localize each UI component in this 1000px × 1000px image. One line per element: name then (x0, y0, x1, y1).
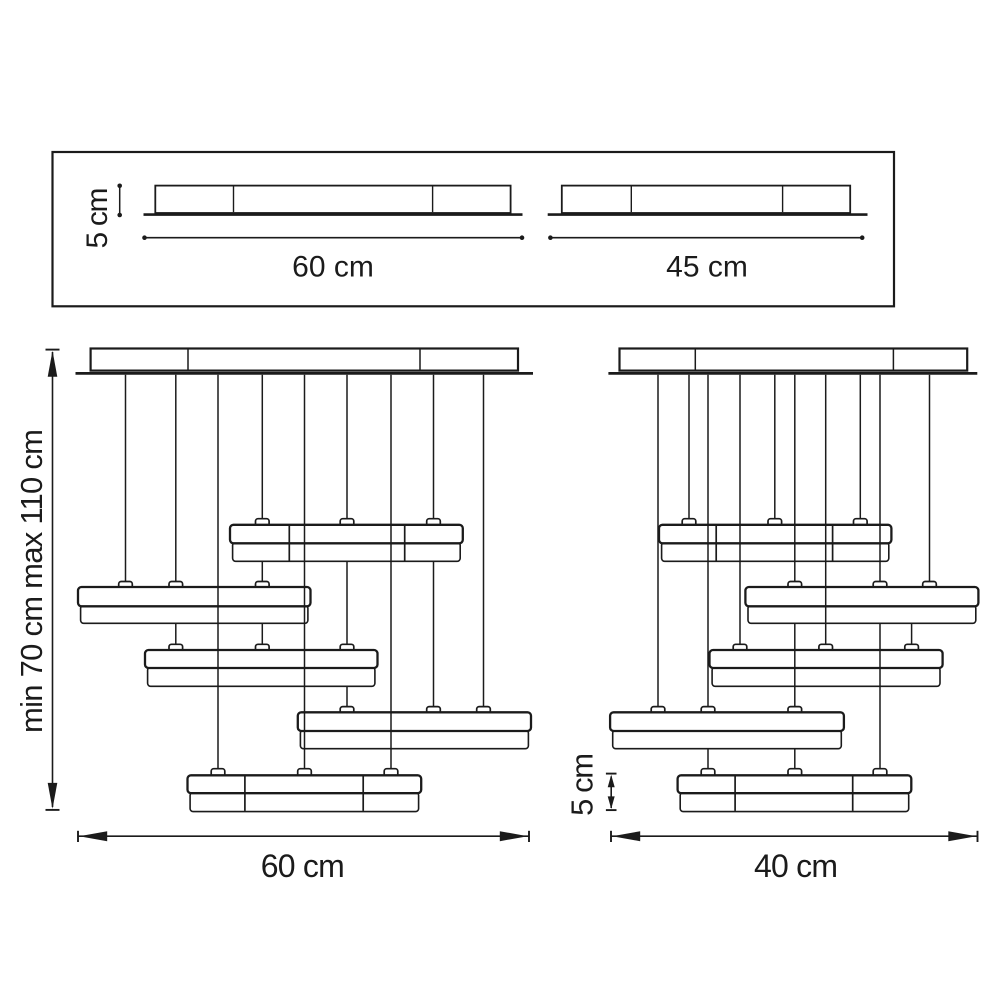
svg-text:5 cm: 5 cm (81, 188, 114, 249)
svg-text:5 cm: 5 cm (565, 753, 600, 816)
svg-text:min 70 cm max 110 cm: min 70 cm max 110 cm (14, 429, 49, 733)
svg-text:60 cm: 60 cm (292, 251, 374, 284)
svg-text:45 cm: 45 cm (666, 251, 748, 284)
svg-text:60 cm: 60 cm (261, 848, 345, 884)
svg-text:40 cm: 40 cm (754, 848, 838, 884)
